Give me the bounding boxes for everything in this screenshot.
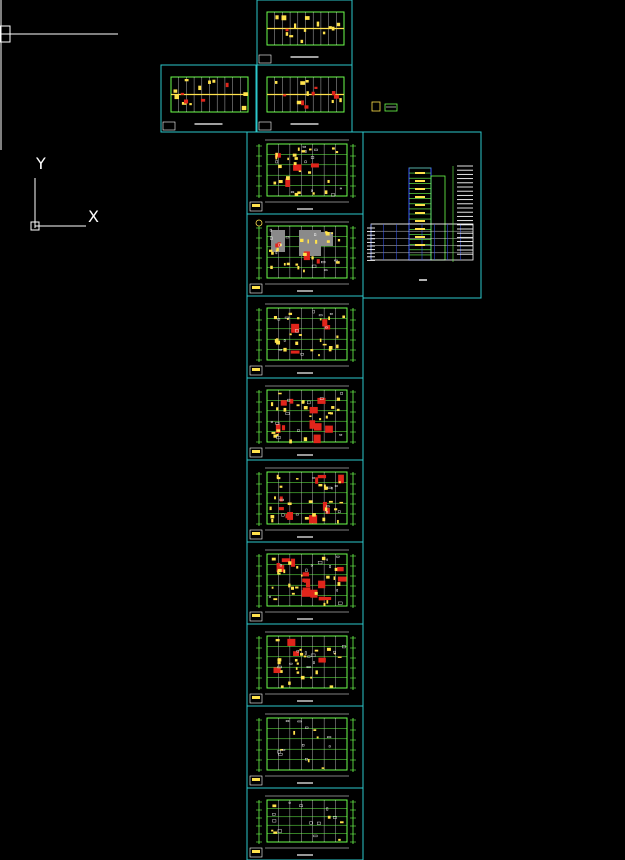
sheet-floor-1[interactable] bbox=[246, 131, 364, 215]
sheet-top-floor-plan[interactable] bbox=[256, 0, 353, 66]
sheet-section[interactable] bbox=[362, 131, 482, 299]
sheet-floor-3[interactable] bbox=[246, 295, 364, 379]
sheet-left-plan[interactable] bbox=[160, 64, 257, 133]
sheet-floor-8[interactable] bbox=[246, 705, 364, 789]
sheet-floor-2[interactable] bbox=[246, 213, 364, 297]
floating-blocks[interactable] bbox=[255, 101, 398, 227]
sheet-floor-4[interactable] bbox=[246, 377, 364, 461]
sheet-floor-7[interactable] bbox=[246, 623, 364, 707]
sheet-floor-5[interactable] bbox=[246, 459, 364, 543]
sheet-floor-6[interactable] bbox=[246, 541, 364, 625]
sheet-floor-9[interactable] bbox=[246, 787, 364, 860]
sheet-right-plan[interactable] bbox=[256, 64, 353, 133]
